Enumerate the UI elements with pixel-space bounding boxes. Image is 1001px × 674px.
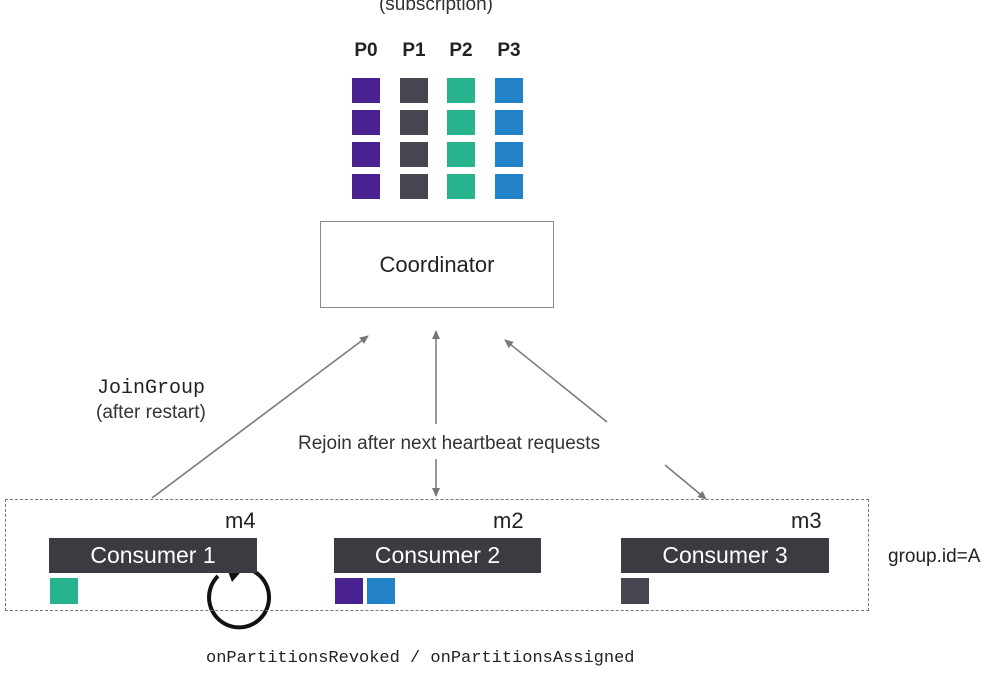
after-restart-label: (after restart) [96,402,206,423]
partition-record-p1-3 [400,142,428,167]
partition-record-p2-2 [447,110,475,135]
consumer-2-label: Consumer 2 [374,542,501,568]
partition-record-p3-4 [495,174,523,199]
partition-record-p1-4 [400,174,428,199]
consumer-3-partition-p1 [621,578,649,604]
partition-record-p0-1 [352,78,380,103]
consumer-2-partition-p0 [335,578,363,604]
member-id-m2: m2 [493,508,524,533]
partition-record-p0-4 [352,174,380,199]
partition-record-p1-2 [400,110,428,135]
rebalance-loop-icon [207,565,272,630]
consumer-3-label: Consumer 3 [662,542,788,568]
coordinator-label: Coordinator [379,251,495,277]
partition-record-p2-1 [447,78,475,103]
callbacks-label: onPartitionsRevoked / onPartitionsAssign… [206,649,635,668]
consumer-1-label: Consumer 1 [90,542,216,568]
partition-record-p3-3 [495,142,523,167]
join-group-label: JoinGroup [97,377,206,400]
consumer-2: Consumer 2 [334,538,541,573]
partition-label-p2: P2 [449,40,473,61]
partition-label-p1: P1 [402,40,426,61]
partition-record-p2-3 [447,142,475,167]
subscription-label: (subscription) [378,0,494,15]
member-id-m3: m3 [791,508,822,533]
group-id-label: group.id=A [888,546,981,567]
consumer-3: Consumer 3 [621,538,829,573]
rejoin-label: Rejoin after next heartbeat requests [298,433,601,455]
partition-label-p3: P3 [497,40,521,61]
rejoin-arrow-right-up [504,339,608,423]
consumer-2-partition-p3 [367,578,395,604]
consumer-1: Consumer 1 [49,538,257,573]
join-group-arrow [151,335,369,499]
partition-record-p0-2 [352,110,380,135]
partition-record-p0-3 [352,142,380,167]
partition-record-p3-2 [495,110,523,135]
member-id-m4: m4 [225,508,256,533]
partition-record-p3-1 [495,78,523,103]
consumer-group-box [5,499,869,611]
partition-label-p0: P0 [354,40,378,61]
partition-record-p2-4 [447,174,475,199]
partition-record-p1-1 [400,78,428,103]
coordinator-box: Coordinator [320,221,554,308]
rejoin-arrow-right-down [664,464,707,500]
consumer-1-partition-p2 [50,578,78,604]
